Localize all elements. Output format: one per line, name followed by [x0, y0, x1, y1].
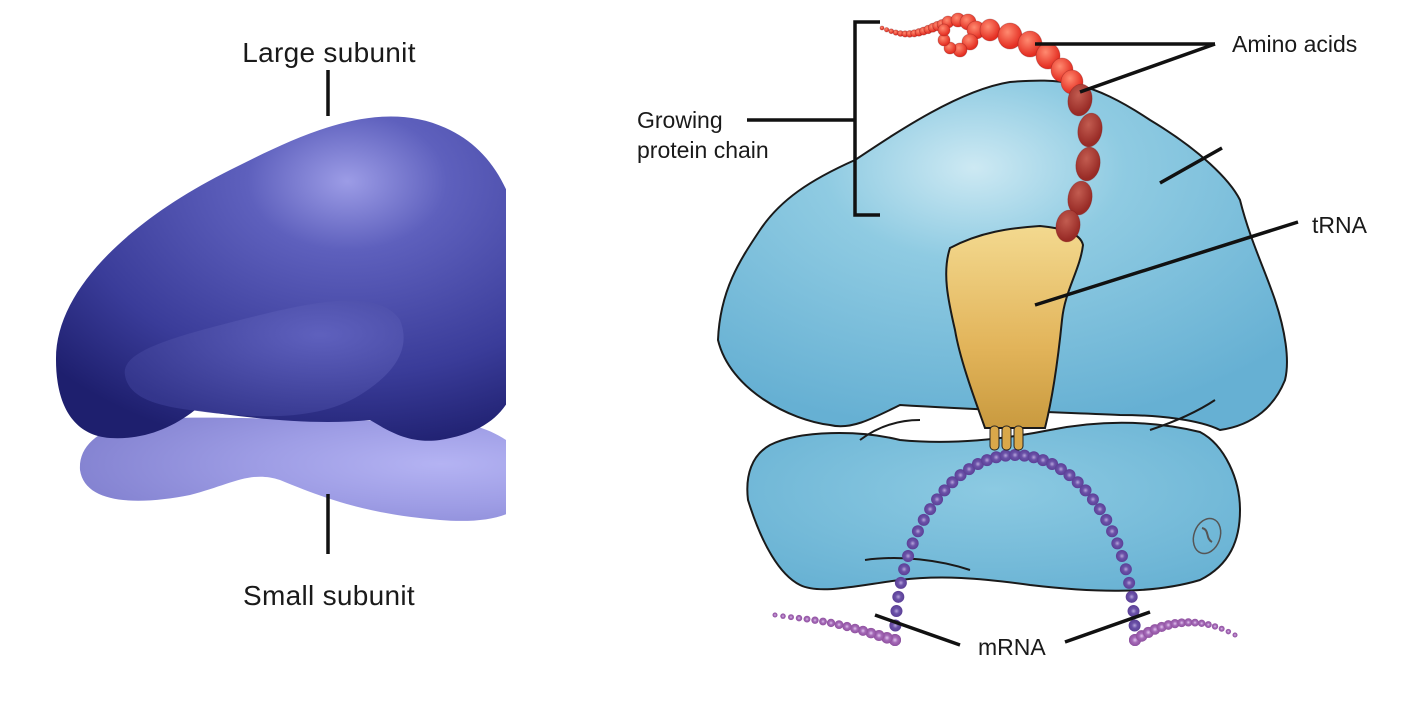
mrna-nucleotide [1170, 619, 1180, 629]
small-subunit-shape [79, 417, 506, 521]
mrna-nucleotide [931, 493, 944, 506]
mrna-nucleotide [938, 484, 951, 497]
mrna-nucleotide [1218, 625, 1225, 632]
mrna-nucleotide [1119, 563, 1132, 576]
mrna-nucleotide [1046, 458, 1059, 471]
mrna-nucleotide [1232, 632, 1238, 638]
trna-anticodon-2 [1001, 425, 1012, 451]
fold-line [859, 419, 921, 441]
mrna-nucleotide [795, 614, 803, 622]
trna-body [945, 224, 1085, 429]
mrna-nucleotide [780, 613, 786, 619]
mrna-nucleotide [892, 590, 905, 603]
mrna-nucleotide [1111, 537, 1124, 550]
trna-anticodon-1 [989, 425, 1000, 451]
fold-line [1149, 399, 1216, 431]
mrna-nucleotide [1079, 484, 1092, 497]
mrna-nucleotide [1211, 623, 1219, 630]
large-subunit-leader-right [1159, 146, 1223, 185]
mrna-nucleotide [963, 463, 976, 476]
mrna-nucleotide [857, 625, 869, 636]
mrna-nucleotide [1177, 618, 1187, 628]
mrna-nucleotide [906, 537, 919, 550]
mrna-nucleotide [971, 458, 984, 471]
mrna-nucleotide [946, 476, 959, 489]
mrna-nucleotide [865, 627, 877, 639]
amino-acid [883, 27, 890, 33]
mrna-nucleotide [842, 621, 852, 632]
mrna-nucleotide [788, 614, 794, 621]
mrna-nucleotide [1123, 576, 1136, 589]
large-subunit-label: Large subunit [242, 37, 416, 68]
mrna-nucleotide [1225, 628, 1232, 635]
mrna-nucleotide [803, 615, 811, 623]
mrna-nucleotide [1115, 550, 1128, 563]
mrna-nucleotide [917, 513, 930, 526]
mrna-strand [772, 449, 1238, 646]
mrna-nucleotide [1018, 449, 1031, 462]
trna-leader [1034, 220, 1299, 307]
trna-label: tRNA [1312, 212, 1368, 238]
mrna-nucleotide [1054, 463, 1067, 476]
mrna-label: mRNA [978, 634, 1046, 660]
mrna-nucleotide [1037, 454, 1050, 467]
mrna-nucleotide [1106, 525, 1119, 538]
mrna-nucleotide [954, 469, 967, 482]
mrna-nucleotide [1128, 619, 1141, 632]
mrna-leader-left [874, 613, 961, 647]
trna-anticodon-3 [1013, 425, 1024, 451]
mrna-nucleotide [990, 451, 1003, 464]
amino-acid-bound [1055, 209, 1081, 243]
mrna-nucleotide [1204, 621, 1212, 629]
trna-molecule [945, 224, 1085, 451]
amino-acid [937, 23, 951, 37]
mrna-nucleotide [1093, 503, 1106, 516]
amino-acid-bound [1067, 83, 1093, 117]
mrna-nucleotide [890, 605, 903, 618]
mrna-nucleotide [1100, 513, 1113, 526]
amino-acid-chain [879, 12, 1103, 243]
growing-chain-label-2: protein chain [637, 137, 769, 163]
amino-acids-label: Amino acids [1232, 31, 1357, 57]
mrna-nucleotide [924, 503, 937, 516]
mrna-nucleotide [1063, 469, 1076, 482]
mrna-nucleotide [1027, 451, 1040, 464]
mrna-nucleotide [902, 550, 915, 563]
mrna-nucleotide [1127, 605, 1140, 618]
mrna-nucleotide [826, 618, 836, 628]
mrna-nucleotide [1191, 618, 1199, 627]
mrna-nucleotide [1125, 590, 1138, 603]
mrna-nucleotide [911, 525, 924, 538]
mrna-nucleotide [1071, 476, 1084, 489]
amino-acid [979, 18, 1001, 42]
mrna-nucleotide [819, 617, 827, 626]
mrna-nucleotide [1198, 619, 1206, 627]
mrna-nucleotide [999, 449, 1012, 462]
amino-acid [879, 25, 885, 31]
mrna-nucleotide [1086, 493, 1099, 506]
mrna-nucleotide [1184, 618, 1193, 627]
fold-line [864, 557, 971, 571]
amino-acid-bound [1075, 146, 1101, 182]
mrna-nucleotide [811, 616, 819, 624]
large-subunit-groove [124, 300, 404, 417]
ribosome-swirl-mark [1192, 517, 1222, 555]
mrna-nucleotide [850, 623, 860, 634]
mrna-nucleotide [894, 576, 907, 589]
mrna-nucleotide [834, 620, 844, 629]
amino-acids-leader-2 [1079, 42, 1216, 94]
mrna-leader-right [1064, 610, 1151, 644]
mrna-nucleotide [772, 612, 778, 618]
amino-acid-bound [1077, 112, 1103, 148]
growing-chain-label-1: Growing [637, 107, 723, 133]
left-ribosome [55, 116, 506, 521]
amino-acid [961, 33, 979, 51]
small-subunit-label: Small subunit [243, 580, 415, 611]
mrna-nucleotide [1009, 449, 1021, 461]
mrna-nucleotide [898, 563, 911, 576]
mrna-nucleotide [980, 454, 993, 467]
